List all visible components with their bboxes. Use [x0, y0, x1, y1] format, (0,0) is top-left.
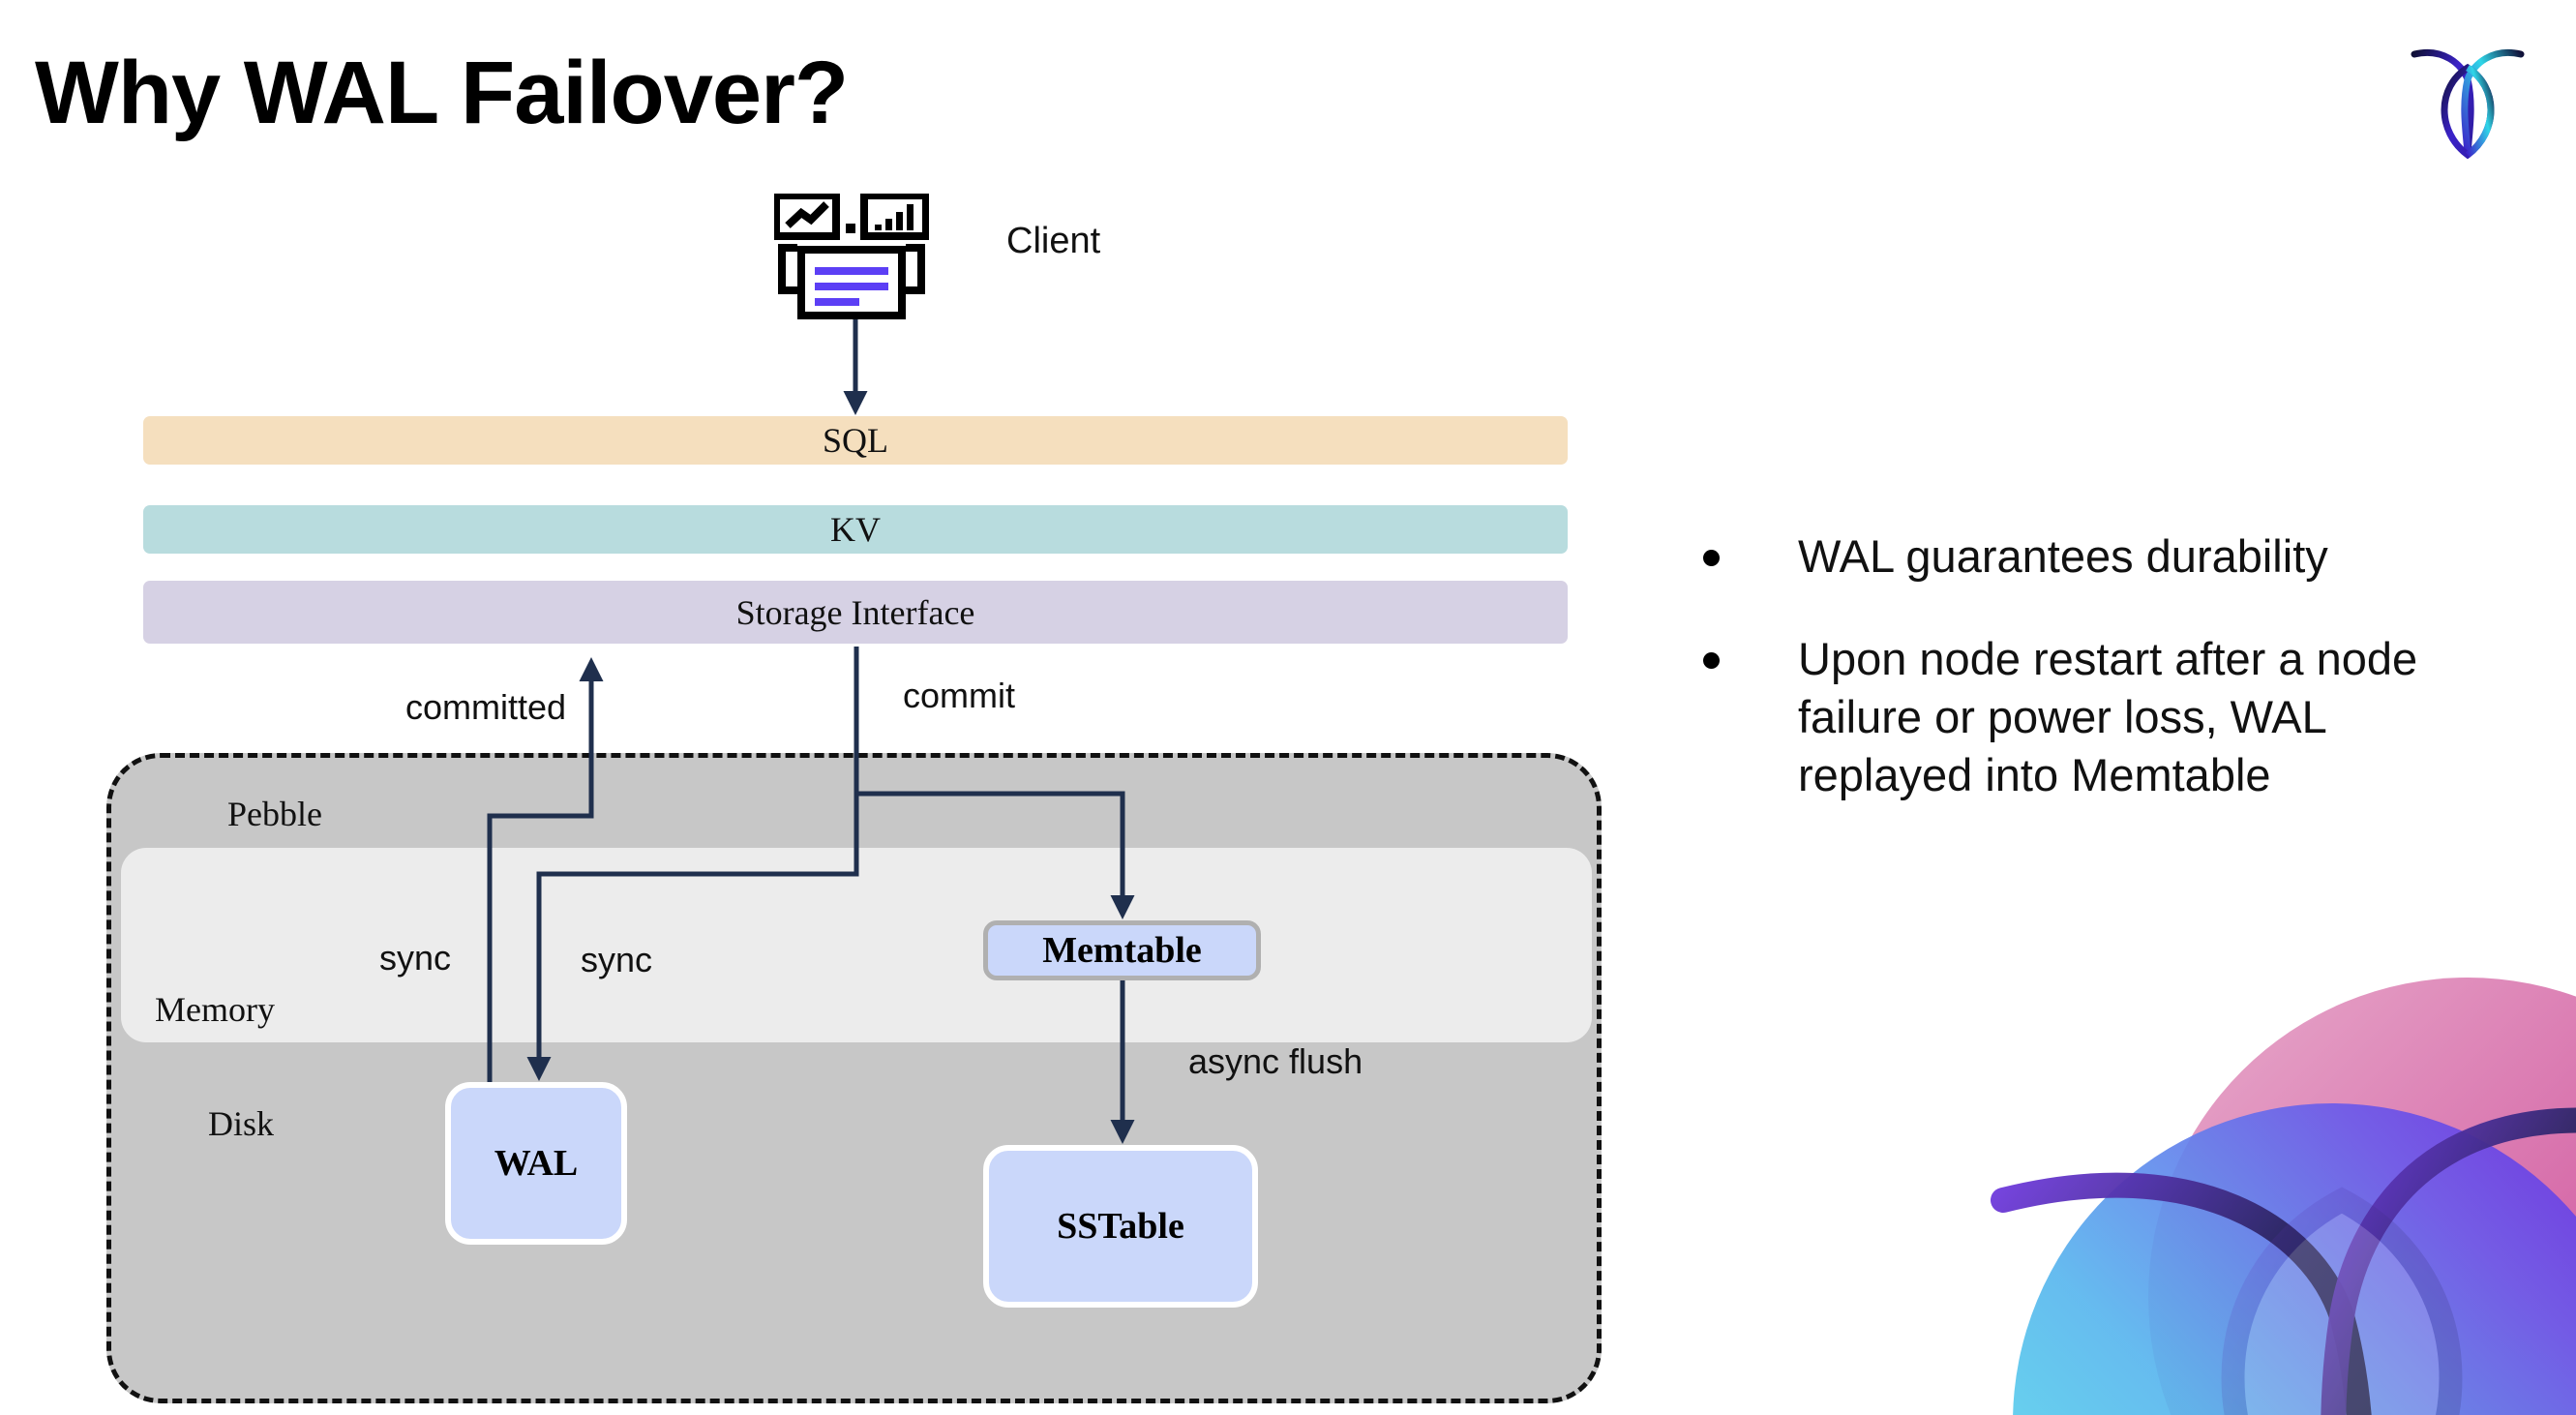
cockroachdb-logo-icon	[2411, 49, 2525, 160]
stack-layer-sql-label: SQL	[822, 421, 888, 460]
edge-label-commit: commit	[903, 676, 1015, 715]
list-item: WAL guarantees durability	[1703, 527, 2506, 586]
node-wal: WAL	[445, 1082, 627, 1245]
node-sstable-label: SSTable	[1057, 1206, 1184, 1247]
list-item: Upon node restart after a node failure o…	[1703, 630, 2506, 804]
edge-label-sync-left: sync	[379, 938, 452, 978]
stack-layer-kv-label: KV	[830, 510, 881, 549]
memory-label: Memory	[155, 990, 275, 1029]
edge-label-sync-right: sync	[581, 940, 653, 979]
page-title: Why WAL Failover?	[35, 44, 849, 142]
node-sstable: SSTable	[983, 1145, 1258, 1308]
node-wal-label: WAL	[494, 1143, 579, 1184]
disk-label: Disk	[208, 1104, 275, 1143]
node-memtable: Memtable	[983, 920, 1261, 980]
stack-layer-sql: SQL	[143, 416, 1568, 465]
bullet-text: Upon node restart after a node failure o…	[1798, 633, 2418, 801]
bullet-dot-icon	[1703, 550, 1720, 566]
stack-layer-kv: KV	[143, 505, 1568, 554]
pebble-label: Pebble	[227, 795, 322, 833]
client-dashboard-icon	[774, 194, 929, 319]
bullet-list: WAL guarantees durability Upon node rest…	[1703, 527, 2506, 850]
bullet-dot-icon	[1703, 652, 1720, 670]
stack-layer-storage-interface-label: Storage Interface	[735, 592, 975, 632]
decorative-gradient-circles	[1991, 978, 2576, 1415]
bullet-text: WAL guarantees durability	[1798, 530, 2328, 582]
edge-label-async-flush: async flush	[1188, 1041, 1363, 1081]
node-memtable-label: Memtable	[1042, 930, 1202, 971]
edge-label-committed: committed	[405, 687, 567, 727]
pebble-container	[106, 753, 1602, 1403]
stack-layer-storage-interface: Storage Interface	[143, 581, 1568, 644]
memory-zone	[121, 848, 1592, 1042]
client-label: Client	[1006, 221, 1101, 261]
